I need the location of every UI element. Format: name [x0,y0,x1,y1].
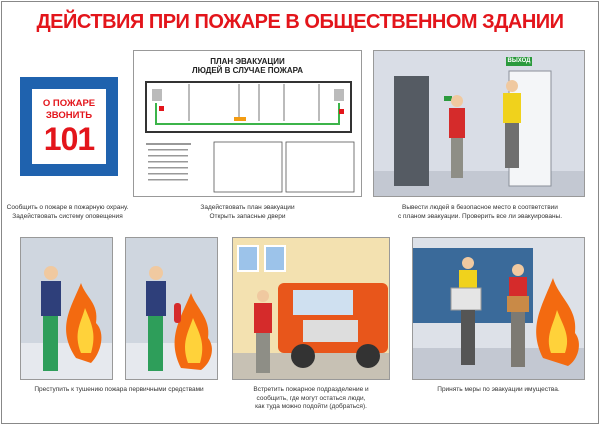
illustration-meet-firefighters [232,237,390,380]
floor-plan-drawing [145,81,355,193]
poster-title: ДЕЙСТВИЯ ПРИ ПОЖАРЕ В ОБЩЕСТВЕННОМ ЗДАНИ… [36,11,564,33]
caption-step3: Вывести людей в безопасное место в соотв… [397,204,563,220]
caption-step6: Принять меры по эвакуации имущества. [437,386,560,393]
illustration-extinguish-1 [20,237,113,380]
illustration-extinguish-2 [125,237,218,380]
illustration-evacuate-property [412,237,585,380]
caption-step4: Преступить к тушению пожара первичными с… [34,386,204,393]
caption-step1: Сообщить о пожаре в пожарную охрану.Заде… [6,204,129,220]
illustration-evacuate-people: ВЫХОД [373,50,585,197]
exit-sign: ВЫХОД [506,57,532,66]
sign-number: 101 [43,121,95,157]
